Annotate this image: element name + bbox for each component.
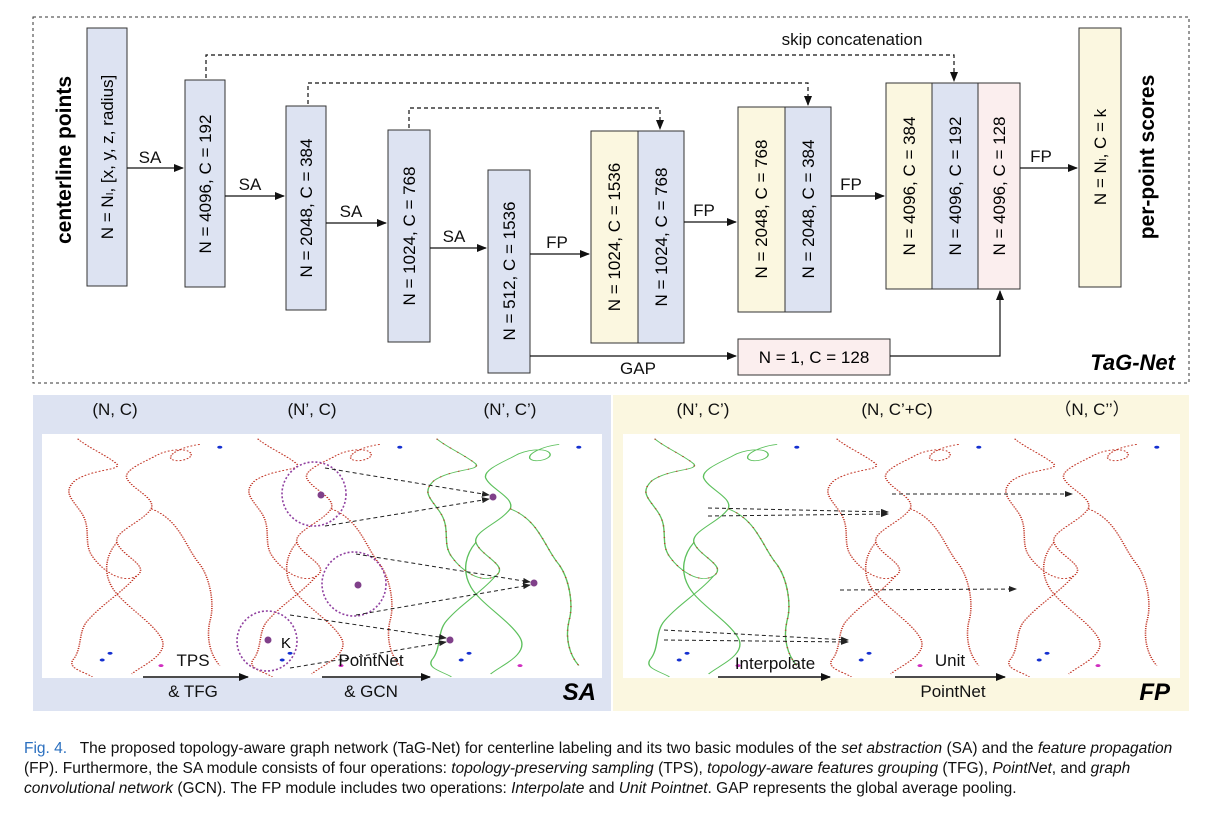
sa-op1-line1: TPS <box>176 651 209 670</box>
fp-op2-line1: Unit <box>935 651 966 670</box>
fp1-box-1 <box>590 130 639 344</box>
sa-op2-line2: & GCN <box>344 682 398 701</box>
forward-arrows <box>127 164 1078 360</box>
caption-emph-4: topology-aware features grouping <box>707 760 939 777</box>
fp2-box-2 <box>784 106 832 313</box>
fp-label-3: FP <box>840 175 862 194</box>
sa-panel-title: SA <box>563 679 596 706</box>
sa-header-3: (N’, C’) <box>484 400 537 419</box>
fp-label-2: FP <box>693 201 715 220</box>
caption-emph-6: graph convolutional network <box>24 760 1131 797</box>
output-box-text: N = Nₗ, C = k <box>1091 108 1110 205</box>
fp-label-4: FP <box>1030 147 1052 166</box>
sa-box-4-text: N = 512, C = 1536 <box>500 202 519 341</box>
sa-header-1: (N, C) <box>92 400 137 419</box>
caption-text-2: (SA) and the <box>942 740 1038 757</box>
fp3-box-2 <box>931 82 979 290</box>
sa-label-1: SA <box>139 148 162 167</box>
figure-canvas: centerline points N = Nₗ, [x, y, z, radi… <box>32 16 1190 711</box>
fp-header-3: （N, C’’） <box>1054 400 1129 419</box>
sa-box-3 <box>387 129 431 343</box>
fp2-box-1 <box>737 106 786 313</box>
input-box <box>86 27 128 287</box>
fp-header-2: (N, C’+C) <box>861 400 932 419</box>
skip-label: skip concatenation <box>782 30 923 49</box>
fp1-box-2-text: N = 1024, C = 768 <box>652 168 671 307</box>
fp-header-1: (N’, C’) <box>677 400 730 419</box>
figure-number: Fig. 4. <box>24 740 68 757</box>
sa-op1-line2: & TFG <box>168 682 218 701</box>
sa-mapping-arrows <box>289 467 531 669</box>
grouping-circles <box>236 461 387 672</box>
fp3-box-1-text: N = 4096, C = 384 <box>900 117 919 256</box>
gap-label: GAP <box>620 359 656 378</box>
caption-text-9: . GAP represents the global average pool… <box>707 780 1017 797</box>
caption-text-6: , and <box>1051 760 1091 777</box>
sa-box-2 <box>285 105 327 311</box>
sa-panel-image-area <box>42 434 602 678</box>
sa-label-3: SA <box>340 202 363 221</box>
fp3-box-3 <box>977 82 1021 290</box>
figure-caption: Fig. 4. The proposed topology-aware grap… <box>24 739 1199 799</box>
output-label: per-point scores <box>1136 75 1159 240</box>
caption-emph-2: feature propagation <box>1037 740 1173 757</box>
output-box <box>1078 27 1122 288</box>
caption-emph-7: Interpolate <box>511 780 585 797</box>
fp3-box-1 <box>885 82 933 290</box>
fp-op1-label: Interpolate <box>735 654 815 673</box>
sa-header-2: (N’, C) <box>287 400 336 419</box>
caption-text-1: The proposed topology-aware graph networ… <box>79 740 842 757</box>
sa-box-1 <box>184 79 226 288</box>
caption-text-5: (TFG), <box>938 760 993 777</box>
fp2-box-1-text: N = 2048, C = 768 <box>752 140 771 279</box>
fp-panel-image-area <box>623 434 1180 678</box>
fp3-box-2-text: N = 4096, C = 192 <box>946 117 965 256</box>
gap-box <box>737 338 891 376</box>
caption-text-8: and <box>584 780 619 797</box>
fp1-box-2 <box>637 130 685 344</box>
fp-mapping-arrows <box>663 491 1073 645</box>
k-label: K <box>281 635 291 652</box>
fp-label-1: FP <box>546 233 568 252</box>
fp-panel-title: FP <box>1139 679 1171 706</box>
sa-box-3-text: N = 1024, C = 768 <box>400 167 419 306</box>
input-label: centerline points <box>53 76 76 244</box>
sa-label-2: SA <box>239 175 262 194</box>
caption-emph-1: set abstraction <box>841 740 943 757</box>
fp1-box-1-text: N = 1024, C = 1536 <box>605 163 624 311</box>
tagnet-title: TaG-Net <box>1090 350 1176 375</box>
fp3-box-3-text: N = 4096, C = 128 <box>990 117 1009 256</box>
skip-connections <box>205 54 958 130</box>
caption-text-4: (TPS), <box>653 760 708 777</box>
caption-text-3: (FP). Furthermore, the SA module consist… <box>24 760 452 777</box>
caption-emph-8: Unit Pointnet <box>618 780 708 797</box>
sa-label-4: SA <box>443 227 466 246</box>
caption-text-7: (GCN). The FP module includes two operat… <box>173 780 512 797</box>
sa-box-4 <box>487 169 531 374</box>
sa-box-1-text: N = 4096, C = 192 <box>196 115 215 254</box>
gap-box-text: N = 1, C = 128 <box>759 348 870 367</box>
sa-op2-line1: PointNet <box>338 651 403 670</box>
input-box-text: N = Nₗ, [x, y, z, radius] <box>98 75 117 240</box>
caption-emph-3: topology-preserving sampling <box>451 760 654 777</box>
tagnet-border <box>32 16 1190 384</box>
fp2-box-2-text: N = 2048, C = 384 <box>799 140 818 279</box>
fp-op2-line2: PointNet <box>920 682 985 701</box>
caption-emph-5: PointNet <box>992 760 1052 777</box>
sa-box-2-text: N = 2048, C = 384 <box>297 139 316 278</box>
